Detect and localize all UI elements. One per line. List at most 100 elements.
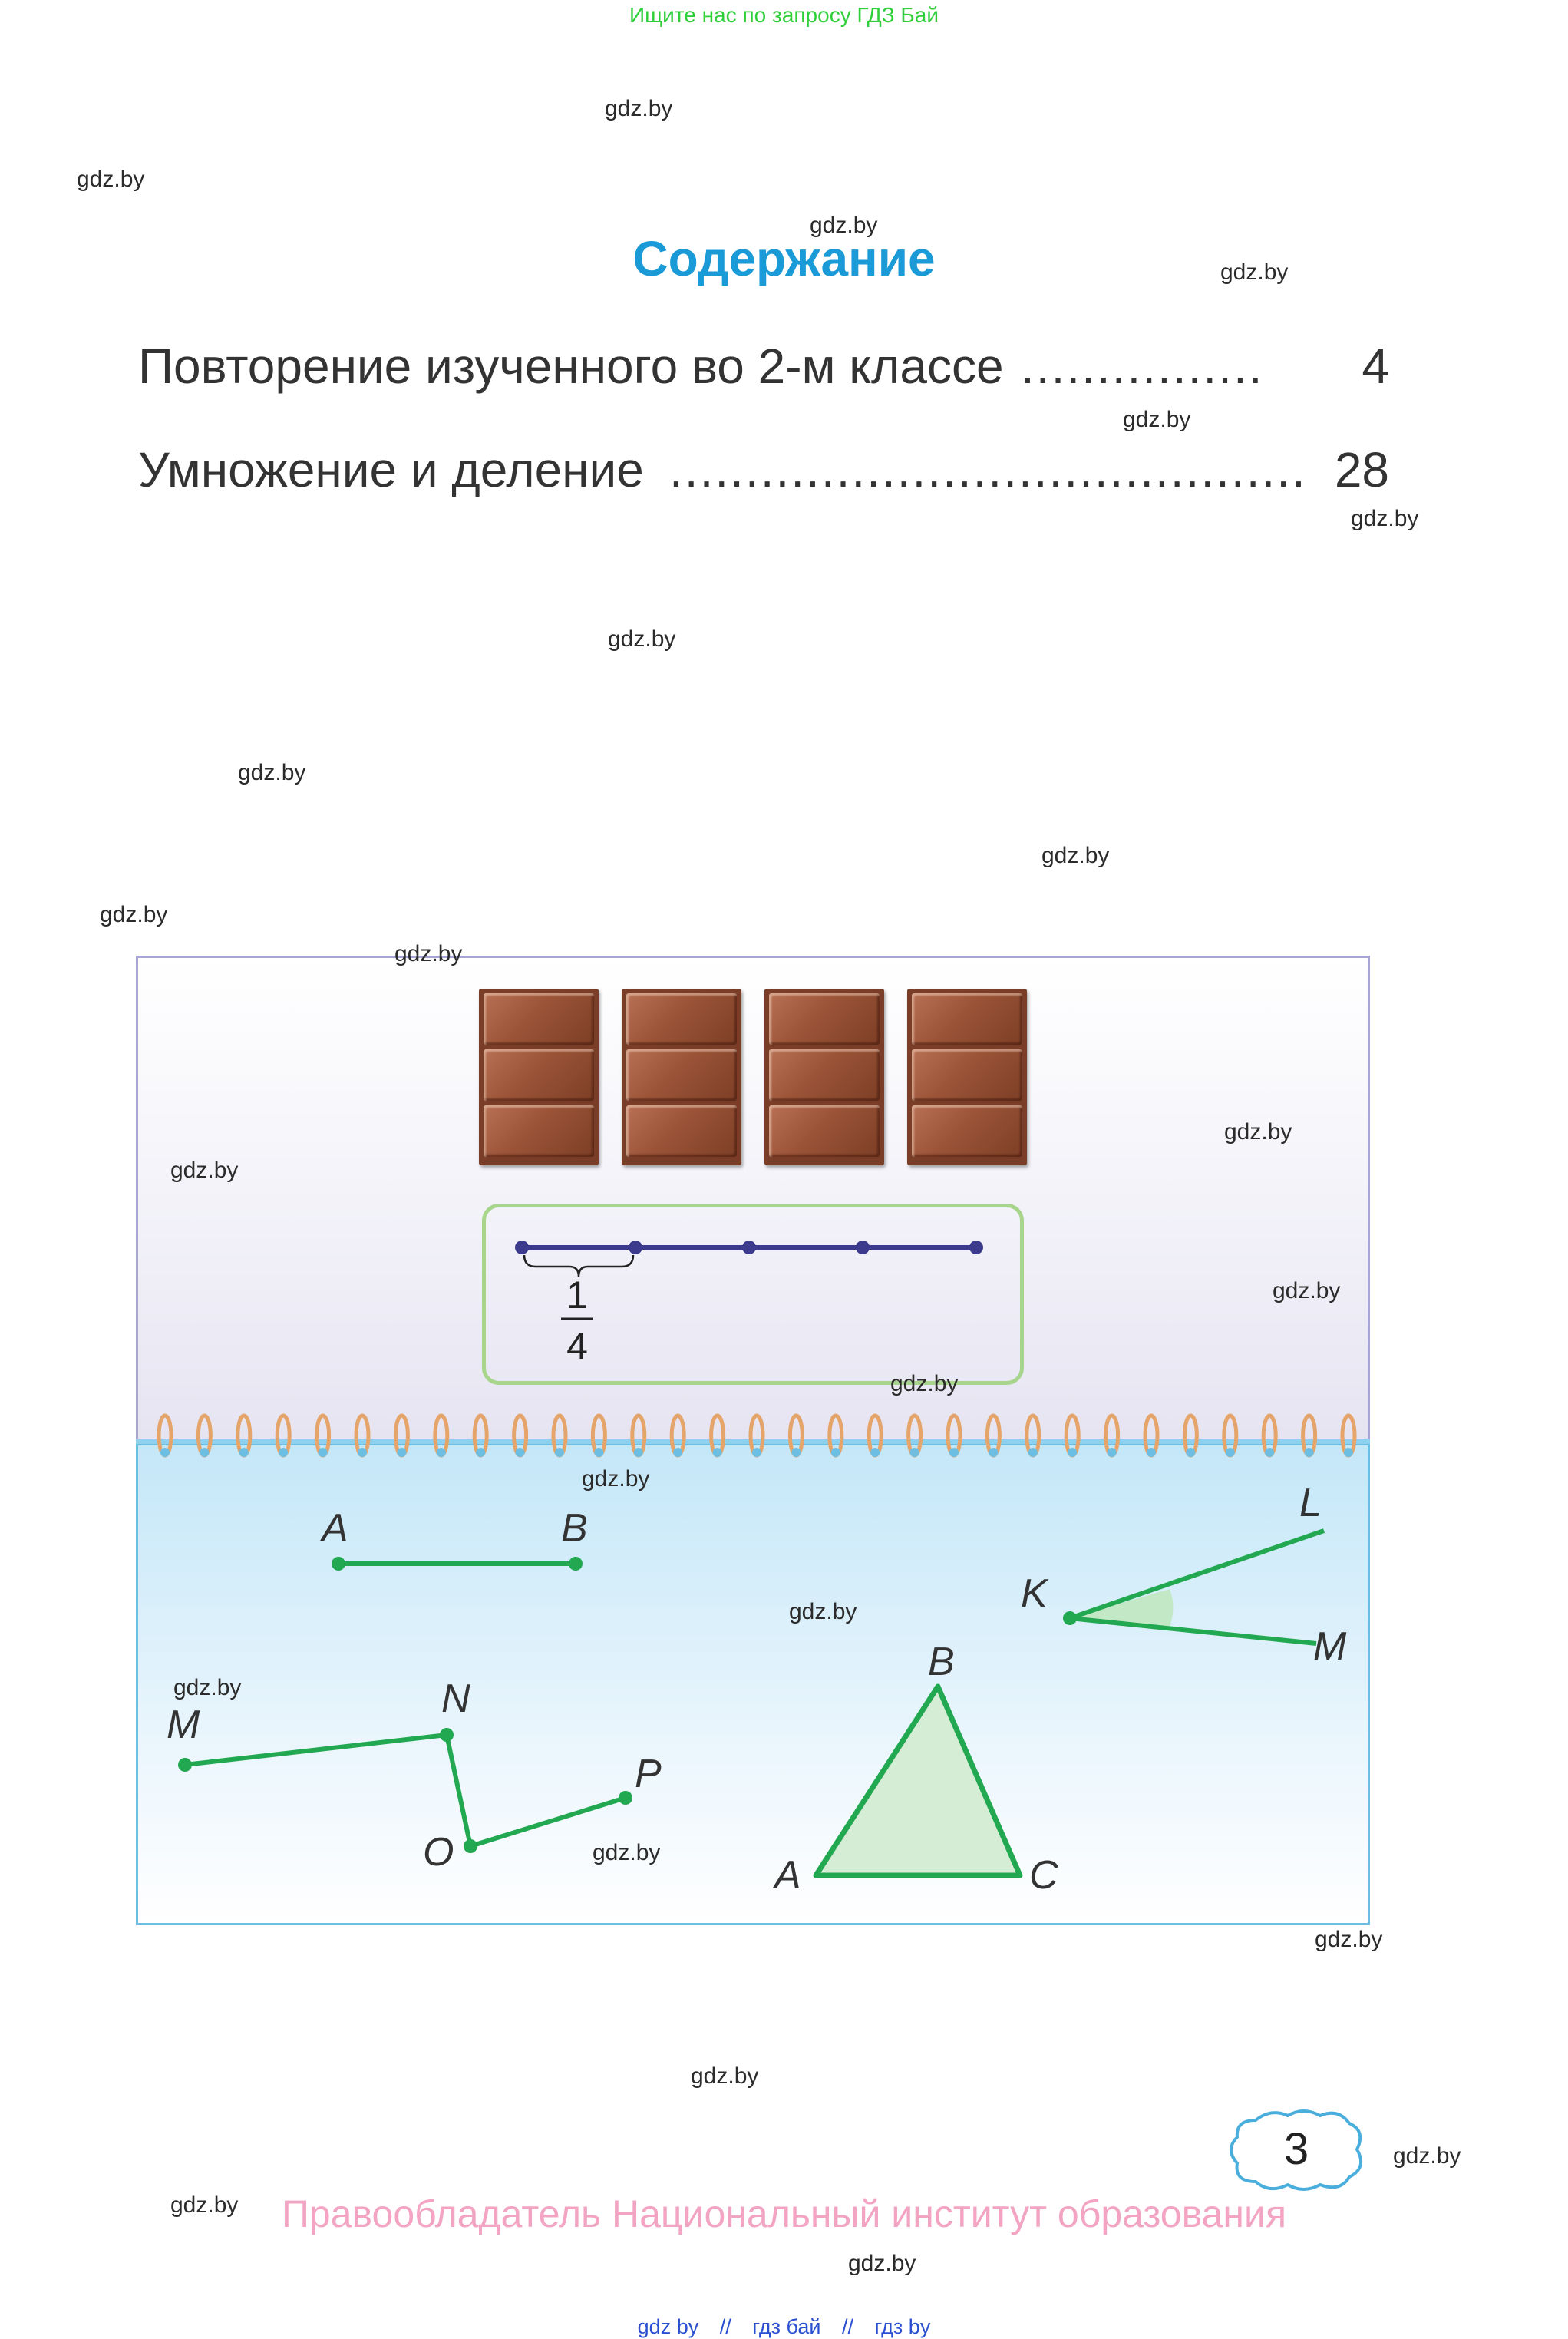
- footer-separator: //: [842, 2315, 854, 2338]
- footer-link[interactable]: гдз by: [874, 2315, 931, 2338]
- point-label: L: [1299, 1481, 1322, 1525]
- watermark: gdz.by: [1351, 506, 1419, 531]
- toc-page-number: 28: [1334, 442, 1389, 497]
- spiral-hole: [239, 1448, 249, 1457]
- toc-dots: ................: [1021, 339, 1264, 394]
- point-label: M: [1313, 1624, 1347, 1669]
- broken-line-point: [178, 1758, 192, 1772]
- broken-line-point: [464, 1839, 477, 1853]
- number-line-point: [742, 1241, 756, 1254]
- triangle-abc: [813, 1683, 1023, 1878]
- calendar-top-pane: [136, 956, 1370, 1441]
- calendar-bottom-pane: [136, 1443, 1370, 1925]
- spiral-hole: [555, 1448, 564, 1457]
- spiral-hole: [515, 1448, 525, 1457]
- spiral-hole: [830, 1448, 840, 1457]
- fraction-numerator: 1: [566, 1274, 588, 1317]
- broken-line-point: [619, 1791, 632, 1805]
- watermark: gdz.by: [238, 760, 306, 785]
- spiral-hole: [318, 1448, 328, 1457]
- angle-ray-km: [1069, 1616, 1317, 1646]
- watermark: gdz.by: [394, 941, 463, 966]
- brace-icon: [523, 1254, 635, 1277]
- broken-line-mnop: [184, 1732, 626, 1849]
- watermark: gdz.by: [170, 1158, 239, 1183]
- spiral-hole: [200, 1448, 210, 1457]
- point-label: A: [772, 1853, 801, 1898]
- footer-link[interactable]: gdz by: [637, 2315, 699, 2338]
- chocolate-bar-icon: [622, 989, 741, 1165]
- spiral-hole: [989, 1448, 999, 1457]
- watermark: gdz.by: [608, 626, 676, 652]
- footer-links: gdz by // гдз бай // гдз by: [0, 2315, 1568, 2339]
- segment-point: [569, 1557, 583, 1571]
- footer-link[interactable]: гдз бай: [752, 2315, 821, 2338]
- footer-separator: //: [719, 2315, 731, 2338]
- fraction-box: [482, 1204, 1024, 1385]
- fraction-denominator: 4: [566, 1325, 588, 1368]
- watermark: gdz.by: [100, 902, 168, 927]
- spiral-hole: [1028, 1448, 1038, 1457]
- watermark: gdz.by: [1123, 407, 1191, 432]
- watermark: gdz.by: [582, 1466, 650, 1492]
- point-label: M: [167, 1703, 200, 1747]
- toc-row[interactable]: Умножение и деление ....................…: [138, 441, 1389, 510]
- spiral-hole: [436, 1448, 446, 1457]
- spiral-hole: [1186, 1448, 1196, 1457]
- point-label: B: [928, 1640, 955, 1684]
- watermark: gdz.by: [1273, 1278, 1341, 1303]
- spiral-hole: [160, 1448, 170, 1457]
- number-line-point: [515, 1241, 529, 1254]
- broken-line-point: [440, 1728, 454, 1742]
- spiral-hole: [752, 1448, 761, 1457]
- watermark: gdz.by: [789, 1599, 857, 1624]
- watermark: gdz.by: [593, 1840, 661, 1865]
- page-number-cloud-icon: [1230, 2109, 1363, 2191]
- chocolate-bar-icon: [907, 989, 1027, 1165]
- spiral-binding-icon: [136, 1413, 1370, 1458]
- watermark: gdz.by: [173, 1675, 242, 1700]
- segment-point: [332, 1557, 345, 1571]
- chocolate-bar-icon: [479, 989, 599, 1165]
- watermark: gdz.by: [810, 213, 878, 238]
- number-line-point: [629, 1241, 642, 1254]
- page-number: 3: [1283, 2124, 1309, 2174]
- watermark: gdz.by: [691, 2063, 759, 2089]
- spiral-hole: [1147, 1448, 1156, 1457]
- point-label: A: [319, 1506, 348, 1551]
- point-label: K: [1021, 1571, 1049, 1616]
- spiral-hole: [712, 1448, 722, 1457]
- spiral-hole: [1225, 1448, 1235, 1457]
- point-label: B: [561, 1506, 588, 1551]
- spiral-hole: [1344, 1448, 1353, 1457]
- toc-page-number: 4: [1362, 339, 1389, 394]
- watermark: gdz.by: [890, 1371, 959, 1396]
- spiral-hole: [1304, 1448, 1314, 1457]
- point-label: P: [635, 1752, 662, 1796]
- spiral-hole: [397, 1448, 407, 1457]
- spiral-hole: [949, 1448, 959, 1457]
- toc-label: Умножение и деление: [138, 442, 644, 497]
- watermark: gdz.by: [170, 2192, 239, 2218]
- spiral-hole: [673, 1448, 683, 1457]
- angle-arc: [1070, 1589, 1174, 1627]
- number-line-point: [856, 1241, 870, 1254]
- watermark: gdz.by: [77, 167, 145, 192]
- spiral-hole: [1107, 1448, 1117, 1457]
- spiral-hole: [358, 1448, 367, 1457]
- point-label: C: [1029, 1853, 1058, 1898]
- watermark: gdz.by: [1224, 1119, 1292, 1145]
- spiral-hole: [476, 1448, 486, 1457]
- spiral-hole: [791, 1448, 801, 1457]
- spiral-hole: [1068, 1448, 1078, 1457]
- spiral-hole: [870, 1448, 880, 1457]
- page-title: Содержание: [632, 231, 936, 286]
- spiral-hole: [594, 1448, 604, 1457]
- toc-label: Повторение изученного во 2-м классе: [138, 339, 1004, 394]
- spiral-hole: [909, 1448, 919, 1457]
- spiral-hole: [279, 1448, 289, 1457]
- toc-row[interactable]: Повторение изученного во 2-м классе ....…: [138, 338, 1389, 407]
- angle-vertex: [1063, 1611, 1077, 1625]
- watermark: gdz.by: [1315, 1927, 1383, 1952]
- header-search-note: Ищите нас по запросу ГДЗ Бай: [629, 3, 939, 27]
